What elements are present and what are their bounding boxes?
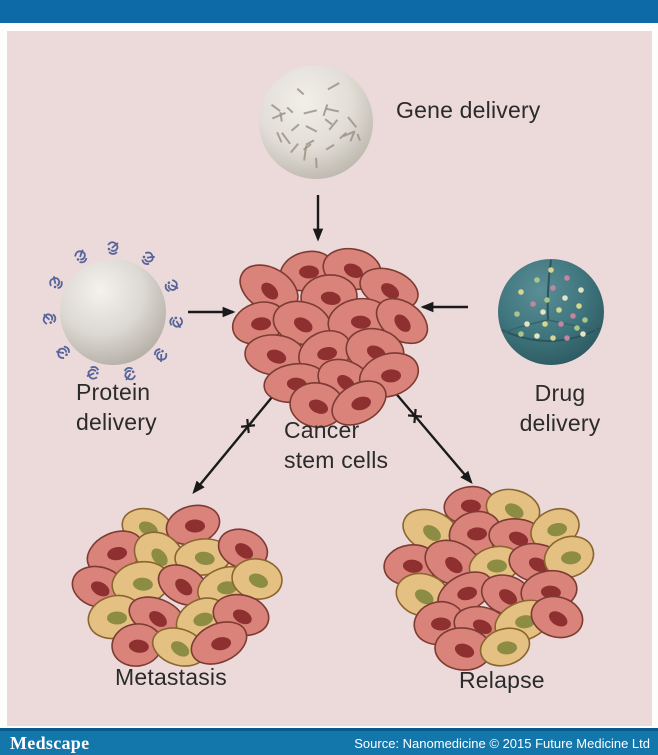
diagram-canvas [42,65,604,671]
cancer-stem-cells-label: Cancer stem cells [284,417,389,473]
drug-delivery-label: Drug delivery [519,380,601,436]
protein-delivery-label: Protein delivery [76,379,157,435]
protein-nanoparticle-icon [42,241,183,381]
top-blue-bar [0,0,658,23]
arrow-csc-to-metastasis [192,384,283,495]
gene-delivery-label: Gene delivery [396,97,541,123]
source-credit: Source: Nanomedicine © 2015 Future Medic… [354,735,650,751]
inhibition-cross-icon [407,408,423,424]
arrow-csc-to-relapse [386,382,473,484]
arrows [188,195,473,495]
footer-bar: Medscape Source: Nanomedicine © 2015 Fut… [0,728,658,755]
gene-nanoparticle-icon [259,65,373,179]
relapse-cluster-icon [383,485,595,671]
cancer-stem-cell-cluster-icon [231,247,429,428]
drug-nanoparticle-icon [498,259,604,365]
metastasis-cluster-icon [71,504,283,667]
metastasis-label: Metastasis [115,664,227,690]
medscape-logo: Medscape [10,732,90,753]
diagram-panel: Gene delivery Protein delivery Cancer st… [7,31,652,726]
inhibition-cross-icon [240,418,256,434]
relapse-label: Relapse [459,667,545,693]
